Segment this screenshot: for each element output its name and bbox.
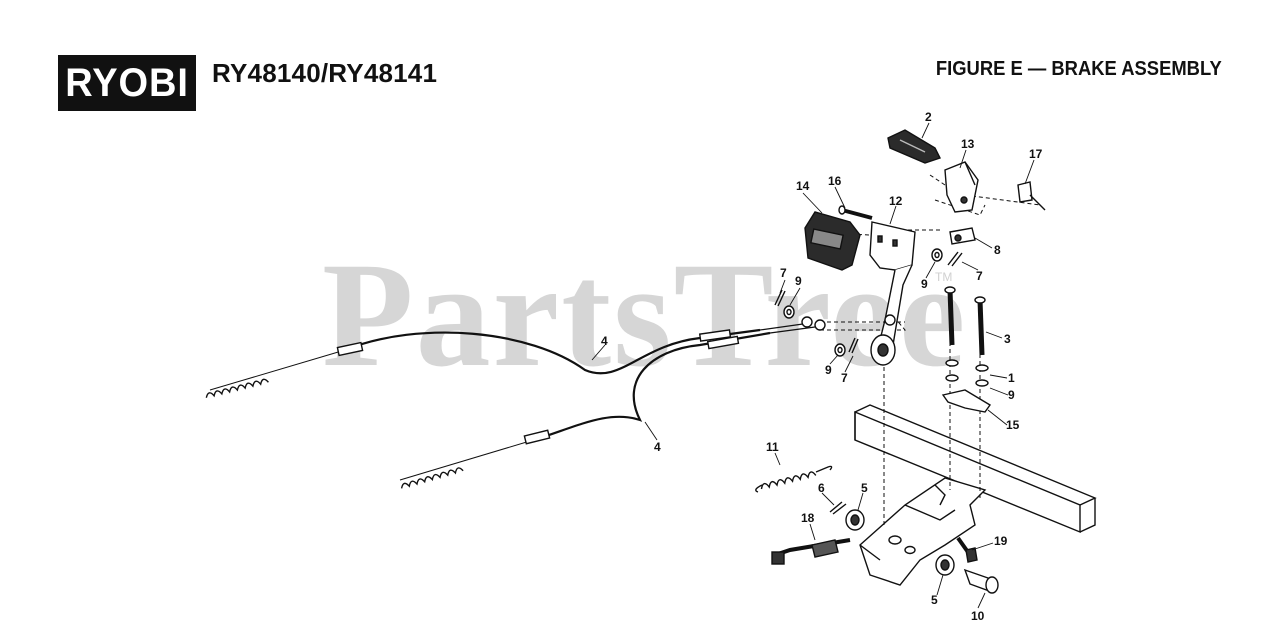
cable-end-fittings [801,314,896,331]
callout-10: 10 [971,609,985,623]
bolt-19 [956,536,978,563]
model-number: RY48140/RY48141 [212,58,438,88]
link-8 [949,227,976,245]
spring-lower [400,467,464,489]
callout-6: 6 [818,481,825,495]
callout-8: 8 [994,243,1001,257]
cotter-pin-6 [829,501,847,515]
callout-5-upper: 5 [861,481,868,495]
callout-7-left-bottom: 7 [841,371,848,385]
lever-bracket [944,161,979,213]
frame-rail [854,404,1097,534]
mounting-bracket [859,477,987,586]
callout-18: 18 [801,511,815,525]
callout-4-lower: 4 [654,440,661,454]
washer-9-left-bottom [834,343,846,357]
lever-knob [887,129,941,164]
spring-11 [755,465,833,493]
callout-leaders [591,122,1035,609]
callout-11: 11 [766,440,779,454]
bolts-3 [944,286,986,356]
callout-17: 17 [1029,147,1043,161]
callout-1: 1 [1008,371,1015,385]
brand-logo: RYOBI [58,55,196,111]
figure-title: FIGURE E — BRAKE ASSEMBLY [936,58,1222,80]
brake-pedal-pad [804,211,861,271]
brake-cable-upper [209,322,811,391]
bushing-5-lower [935,554,955,576]
callout-14: 14 [796,179,810,193]
washer-9-right [931,248,943,262]
clip-17 [1017,181,1046,211]
washers-1-9-stack [945,359,989,387]
callout-13: 13 [961,137,975,151]
brand-logo-text: RYOBI [65,61,189,105]
brake-pedal-arm [869,221,916,366]
callout-7-right: 7 [976,269,983,283]
pin-10 [963,568,999,594]
callout-9-right: 9 [921,277,928,291]
callout-12: 12 [889,194,903,208]
callout-9-left-bottom: 9 [825,363,832,377]
callout-5-lower: 5 [931,593,938,607]
callout-16: 16 [828,174,842,188]
watermark-trademark: TM [935,270,953,284]
cotter-pin-7-left-bottom [848,337,859,354]
callout-3: 3 [1004,332,1011,346]
washer-9-left-top [783,305,795,319]
callout-7-left-top: 7 [780,266,787,280]
rod-end-18 [771,538,851,565]
watermark: PartsTree [322,232,968,398]
callout-9-left-top: 9 [795,274,802,288]
callout-4-upper: 4 [601,334,608,348]
spring-upper [205,378,269,398]
callout-19: 19 [994,534,1008,548]
callout-9-lower-right: 9 [1008,388,1015,402]
bushing-5-upper [845,509,865,531]
callout-2: 2 [925,110,932,124]
brake-cable-lower [399,326,816,481]
callout-15: 15 [1006,418,1020,432]
pin-16 [838,205,873,220]
callout-labels: 2 13 17 14 16 12 8 7 9 7 9 4 4 9 7 3 1 9… [601,110,1043,623]
cotter-pin-7-left-top [774,289,786,307]
plate-15 [941,389,992,413]
cotter-pin-7-right [947,251,963,267]
